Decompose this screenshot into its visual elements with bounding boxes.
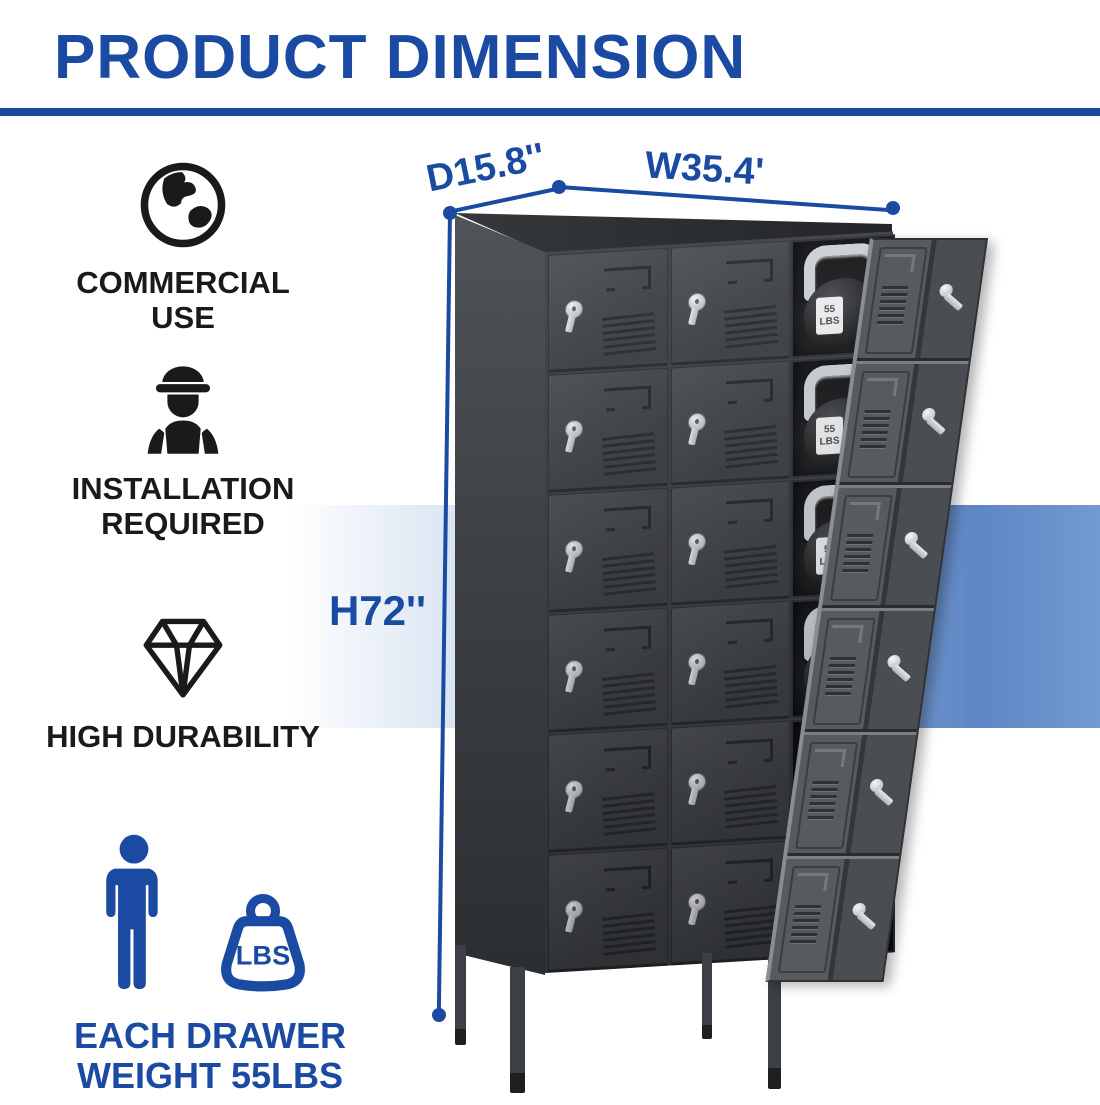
door-handle <box>795 873 829 892</box>
door-key <box>886 655 902 669</box>
feature-commercial-use: COMMERCIAL USE <box>38 158 328 335</box>
door-handle <box>726 738 773 763</box>
door-vents <box>724 304 778 349</box>
locker-door <box>671 360 790 486</box>
door-vents <box>724 664 778 709</box>
dimension-endpoint-dot <box>432 1008 446 1022</box>
door-lock-key <box>688 532 706 552</box>
door-key <box>869 779 884 793</box>
feature-label: COMMERCIAL USE <box>76 265 290 335</box>
dimension-endpoint-dot <box>886 201 900 215</box>
width-dimension-label: W35.4' <box>643 144 766 194</box>
door-handle <box>604 625 651 650</box>
locker-door <box>671 480 790 606</box>
height-dimension-label: H72'' <box>328 587 426 634</box>
person-icon <box>106 834 158 990</box>
door-vents <box>602 912 656 956</box>
locker-door <box>548 727 668 853</box>
door-vents <box>724 544 778 589</box>
cabinet-leg <box>702 953 712 1039</box>
feature-installation-required: INSTALLATION REQUIRED <box>38 358 328 541</box>
cabinet-leg <box>510 967 525 1093</box>
globe-icon <box>140 162 226 248</box>
dimension-endpoint-dot <box>552 180 566 194</box>
locker-scene: 55LBS 55LBS 55LBS 55LBS 55LBS 55LBS D15.… <box>329 136 1000 1105</box>
capacity-icons: LBS <box>60 828 360 1000</box>
door-lock-key <box>688 772 706 792</box>
cabinet-leg <box>455 945 466 1045</box>
door-lock-key <box>565 779 583 799</box>
locker-door <box>548 607 668 733</box>
door-handle <box>864 377 899 396</box>
door-lock-key <box>688 652 706 672</box>
door-lock-key <box>688 892 706 912</box>
door-handle <box>604 745 651 770</box>
door-handle <box>847 501 881 520</box>
cabinet-side-panel <box>455 215 545 975</box>
door-handle <box>726 498 773 523</box>
door-lock-key <box>688 412 706 432</box>
door-handle <box>604 265 651 290</box>
capacity-section: LBS EACH DRAWER WEIGHT 55LBS <box>60 828 360 1097</box>
feature-label: INSTALLATION REQUIRED <box>71 471 295 541</box>
door-handle <box>604 865 651 890</box>
door-vents <box>602 792 656 836</box>
door-vents <box>602 432 656 476</box>
door-lock-key <box>565 419 583 439</box>
feature-high-durability: HIGH DURABILITY <box>38 606 328 755</box>
door-handle <box>726 858 773 883</box>
door-lock-key <box>565 899 583 919</box>
dimension-endpoint-dot <box>443 206 457 220</box>
locker-door <box>671 720 790 846</box>
door-key <box>903 531 919 545</box>
locker-door <box>548 847 668 973</box>
door-handle <box>726 258 773 283</box>
open-door <box>769 859 899 980</box>
cabinet-leg <box>768 957 781 1089</box>
locker-door <box>548 247 668 373</box>
worker-icon <box>147 366 219 454</box>
door-handle <box>812 749 847 768</box>
weight-icon-label: LBS <box>236 939 290 970</box>
door-key <box>851 903 867 917</box>
door-handle <box>604 385 651 410</box>
door-key <box>938 284 954 297</box>
door-vents <box>724 904 778 949</box>
locker-door <box>548 367 668 493</box>
door-handle <box>726 378 773 403</box>
diamond-icon <box>143 618 223 698</box>
door-lock-key <box>565 299 583 319</box>
locker-door <box>671 240 790 366</box>
door-handle <box>604 505 651 530</box>
locker-door <box>671 600 790 726</box>
title-underline <box>0 108 1100 116</box>
open-door <box>804 611 934 736</box>
capacity-caption: EACH DRAWER WEIGHT 55LBS <box>73 1015 346 1097</box>
door-vents <box>602 672 656 716</box>
open-door <box>856 240 986 364</box>
door-vents <box>724 784 778 829</box>
door-vents <box>724 424 778 469</box>
door-vents <box>602 312 656 356</box>
open-door <box>786 735 917 860</box>
door-handle <box>830 625 864 644</box>
door-handle <box>882 254 916 272</box>
door-lock-key <box>565 539 583 559</box>
feature-label: HIGH DURABILITY <box>46 719 320 754</box>
height-dimension-line <box>436 212 452 1013</box>
page-title: PRODUCT DIMENSION <box>54 23 747 92</box>
door-handle <box>726 618 773 643</box>
door-lock-key <box>688 292 706 312</box>
door-key <box>921 407 937 421</box>
open-door <box>838 363 969 488</box>
door-lock-key <box>565 659 583 679</box>
weight-icon: LBS <box>221 893 305 992</box>
locker-door <box>548 487 668 613</box>
open-door <box>821 487 951 612</box>
door-vents <box>602 552 656 596</box>
